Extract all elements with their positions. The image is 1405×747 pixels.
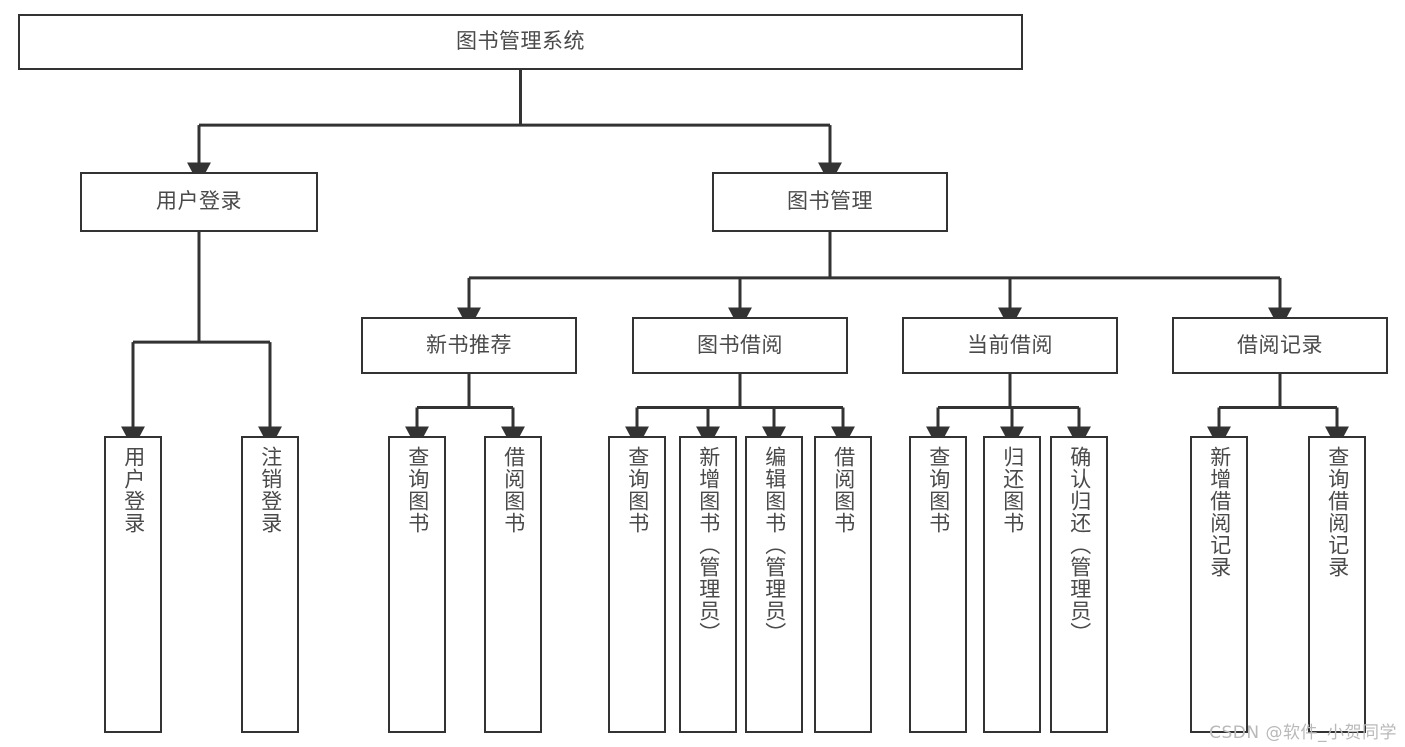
csdn-watermark: CSDN @软件_小贺同学	[1209, 723, 1397, 743]
node-label: 查询借阅记录	[1325, 446, 1350, 578]
node-label: 图书借阅	[697, 332, 783, 357]
node-l_q2[interactable]: 查询图书	[608, 436, 666, 733]
node-label: 借阅记录	[1237, 332, 1323, 357]
node-l_b2[interactable]: 借阅图书	[814, 436, 872, 733]
node-label: 用户登录	[121, 446, 146, 534]
node-l_addrec[interactable]: 新增借阅记录	[1190, 436, 1248, 733]
node-label: 归还图书	[1000, 446, 1025, 534]
node-newbook[interactable]: 新书推荐	[361, 317, 577, 374]
node-l_q3[interactable]: 查询图书	[909, 436, 967, 733]
node-label: 查询图书	[926, 446, 951, 534]
node-label: 借阅图书	[831, 446, 856, 534]
node-l_login[interactable]: 用户登录	[104, 436, 162, 733]
node-borrow[interactable]: 图书借阅	[632, 317, 848, 374]
node-label: 确认归还（管理员）	[1067, 446, 1092, 644]
node-label: 编辑图书（管理员）	[762, 446, 787, 644]
node-l_add[interactable]: 新增图书（管理员）	[679, 436, 737, 733]
node-label: 新书推荐	[426, 332, 512, 357]
node-label: 查询图书	[625, 446, 650, 534]
node-l_edit[interactable]: 编辑图书（管理员）	[745, 436, 803, 733]
node-label: 查询图书	[405, 446, 430, 534]
node-login[interactable]: 用户登录	[80, 172, 318, 232]
node-label: 借阅图书	[501, 446, 526, 534]
node-root[interactable]: 图书管理系统	[18, 14, 1023, 70]
node-label: 注销登录	[258, 446, 283, 534]
node-label: 图书管理	[787, 189, 873, 214]
node-l_logout[interactable]: 注销登录	[241, 436, 299, 733]
node-label: 当前借阅	[967, 332, 1053, 357]
node-l_return[interactable]: 归还图书	[983, 436, 1041, 733]
node-label: 图书管理系统	[456, 29, 585, 54]
node-record[interactable]: 借阅记录	[1172, 317, 1388, 374]
node-label: 新增借阅记录	[1207, 446, 1232, 578]
node-bookmgmt[interactable]: 图书管理	[712, 172, 948, 232]
node-label: 用户登录	[156, 189, 242, 214]
node-l_q1[interactable]: 查询图书	[388, 436, 446, 733]
node-l_confirm[interactable]: 确认归还（管理员）	[1050, 436, 1108, 733]
node-l_b1[interactable]: 借阅图书	[484, 436, 542, 733]
node-label: 新增图书（管理员）	[696, 446, 721, 644]
node-l_qrec[interactable]: 查询借阅记录	[1308, 436, 1366, 733]
node-current[interactable]: 当前借阅	[902, 317, 1118, 374]
